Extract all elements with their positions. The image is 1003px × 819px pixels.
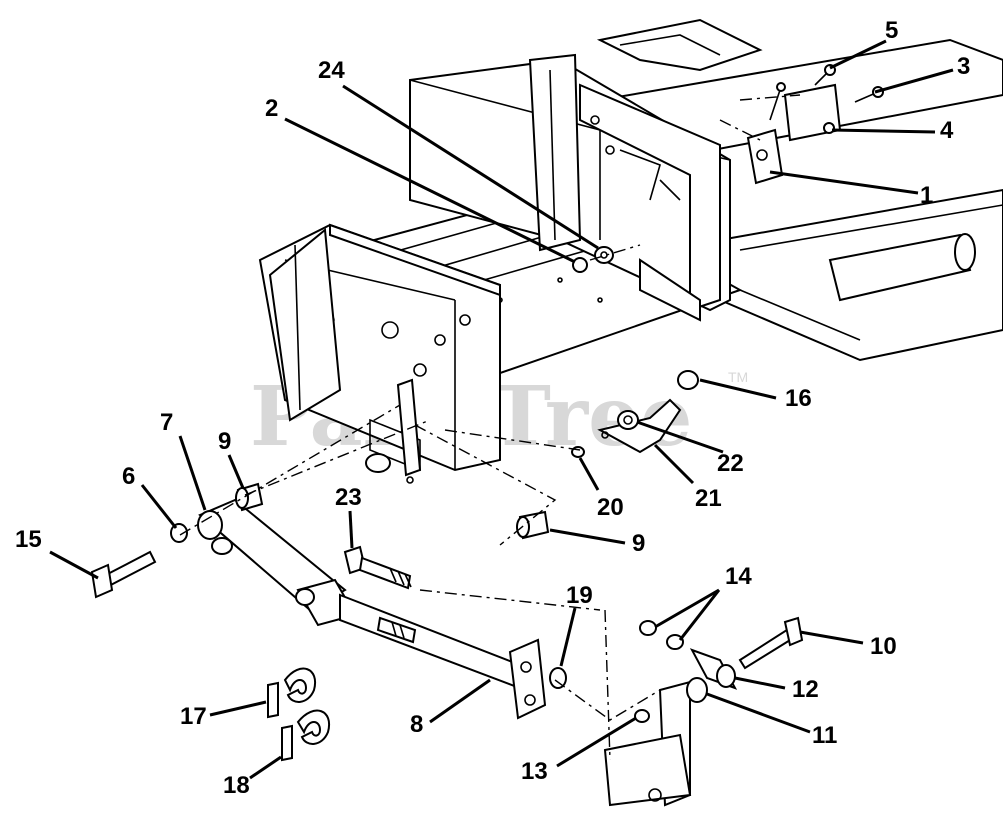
callout-17: 17: [180, 703, 207, 730]
part-17-clip: [267, 667, 317, 719]
callout-labels: 1 2 3 4 5 6 7 8 9 9 10 11 12 13 14 15 16…: [15, 17, 970, 799]
part-16-nut: [677, 370, 699, 390]
callout-20: 20: [597, 494, 624, 521]
part-14-nut-b: [666, 634, 684, 650]
tractor-frame: [258, 18, 1003, 484]
right-mount-bracket: [603, 680, 692, 807]
callout-8: 8: [410, 711, 423, 738]
part-2-nut: [572, 257, 588, 273]
leader-lines: [49, 39, 954, 780]
part-8-lift-link: [339, 593, 547, 720]
part-11-washer: [686, 677, 708, 703]
callout-11: 11: [812, 722, 837, 749]
part-12-rod-end: [689, 648, 738, 690]
part-24-washer: [594, 246, 614, 264]
callout-13: 13: [521, 758, 548, 785]
callout-10: 10: [870, 633, 897, 660]
callout-21: 21: [695, 485, 722, 512]
callout-22: 22: [717, 450, 744, 477]
part-21-arm: [597, 398, 682, 454]
watermark-trademark: TM: [728, 369, 748, 385]
callout-16: 16: [785, 385, 812, 412]
part-13-nut: [634, 709, 650, 723]
callout-7: 7: [160, 409, 173, 436]
callout-12: 12: [792, 676, 819, 703]
part-14-nut-a: [639, 620, 657, 636]
callout-14: 14: [725, 563, 752, 590]
callout-24: 24: [318, 57, 345, 84]
part-7-lift-tube: [197, 498, 357, 627]
callout-3: 3: [957, 53, 970, 80]
alignment-lines: [179, 94, 801, 761]
part-1-switch: [746, 82, 786, 185]
callout-2: 2: [265, 95, 278, 122]
callout-9-lower: 9: [632, 530, 645, 557]
part-22-rod-end: [617, 410, 639, 430]
callout-9-upper: 9: [218, 428, 231, 455]
part-4-nut: [823, 122, 835, 134]
part-15-bolt: [90, 550, 157, 599]
part-19-washer: [549, 667, 567, 689]
part-10-bolt: [738, 616, 804, 670]
part-18-clip: [281, 709, 331, 762]
callout-19: 19: [566, 582, 593, 609]
callout-5: 5: [885, 17, 898, 44]
callout-15: 15: [15, 526, 42, 553]
callout-23: 23: [335, 484, 362, 511]
part-9-spacer-upper: [235, 482, 264, 512]
callout-6: 6: [122, 463, 135, 490]
callout-4: 4: [940, 117, 954, 144]
callout-18: 18: [223, 772, 250, 799]
part-23-adjusting-bolt: [343, 545, 417, 644]
part-9-spacer-lower: [516, 510, 550, 540]
callout-1: 1: [920, 182, 933, 209]
